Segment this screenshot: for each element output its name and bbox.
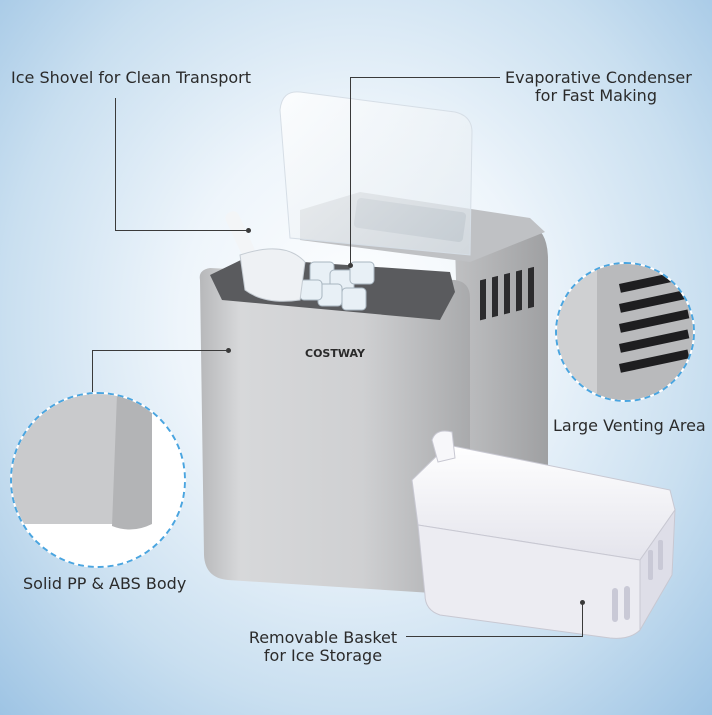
side-vents <box>480 266 534 321</box>
leader-dot <box>226 348 231 353</box>
leader-condenser-h <box>350 77 500 78</box>
machine-front-body <box>199 268 470 594</box>
label-basket-line2: for Ice Storage <box>263 646 383 665</box>
label-body: Solid PP & ABS Body <box>23 574 187 593</box>
ice-shovel <box>225 211 306 302</box>
label-condenser: Evaporative Condenser for Fast Making <box>505 68 692 105</box>
label-condenser-line2: for Fast Making <box>535 86 657 105</box>
leader-basket-h <box>406 636 582 637</box>
brand-logo: COSTWAY <box>305 347 366 360</box>
leader-body-h <box>92 350 228 351</box>
label-basket-line1: Removable Basket <box>248 628 398 647</box>
leader-dot <box>580 600 585 605</box>
leader-condenser-v <box>350 77 351 265</box>
leader-body-v <box>92 350 93 392</box>
label-venting: Large Venting Area <box>553 416 706 435</box>
leader-shovel-h <box>115 98 116 230</box>
label-ice-shovel: Ice Shovel for Clean Transport <box>11 68 252 87</box>
leader-dot <box>348 263 353 268</box>
label-basket: Removable Basket for Ice Storage <box>238 629 408 665</box>
removable-basket <box>411 430 676 639</box>
leader-shovel-v <box>115 230 248 231</box>
ice-cubes <box>299 261 375 311</box>
body-detail-circle <box>10 392 186 568</box>
vent-detail-circle <box>555 262 695 402</box>
label-condenser-line1: Evaporative Condenser <box>505 68 692 87</box>
leader-basket-v <box>582 602 583 637</box>
leader-dot <box>246 228 251 233</box>
transparent-lid <box>279 91 473 256</box>
